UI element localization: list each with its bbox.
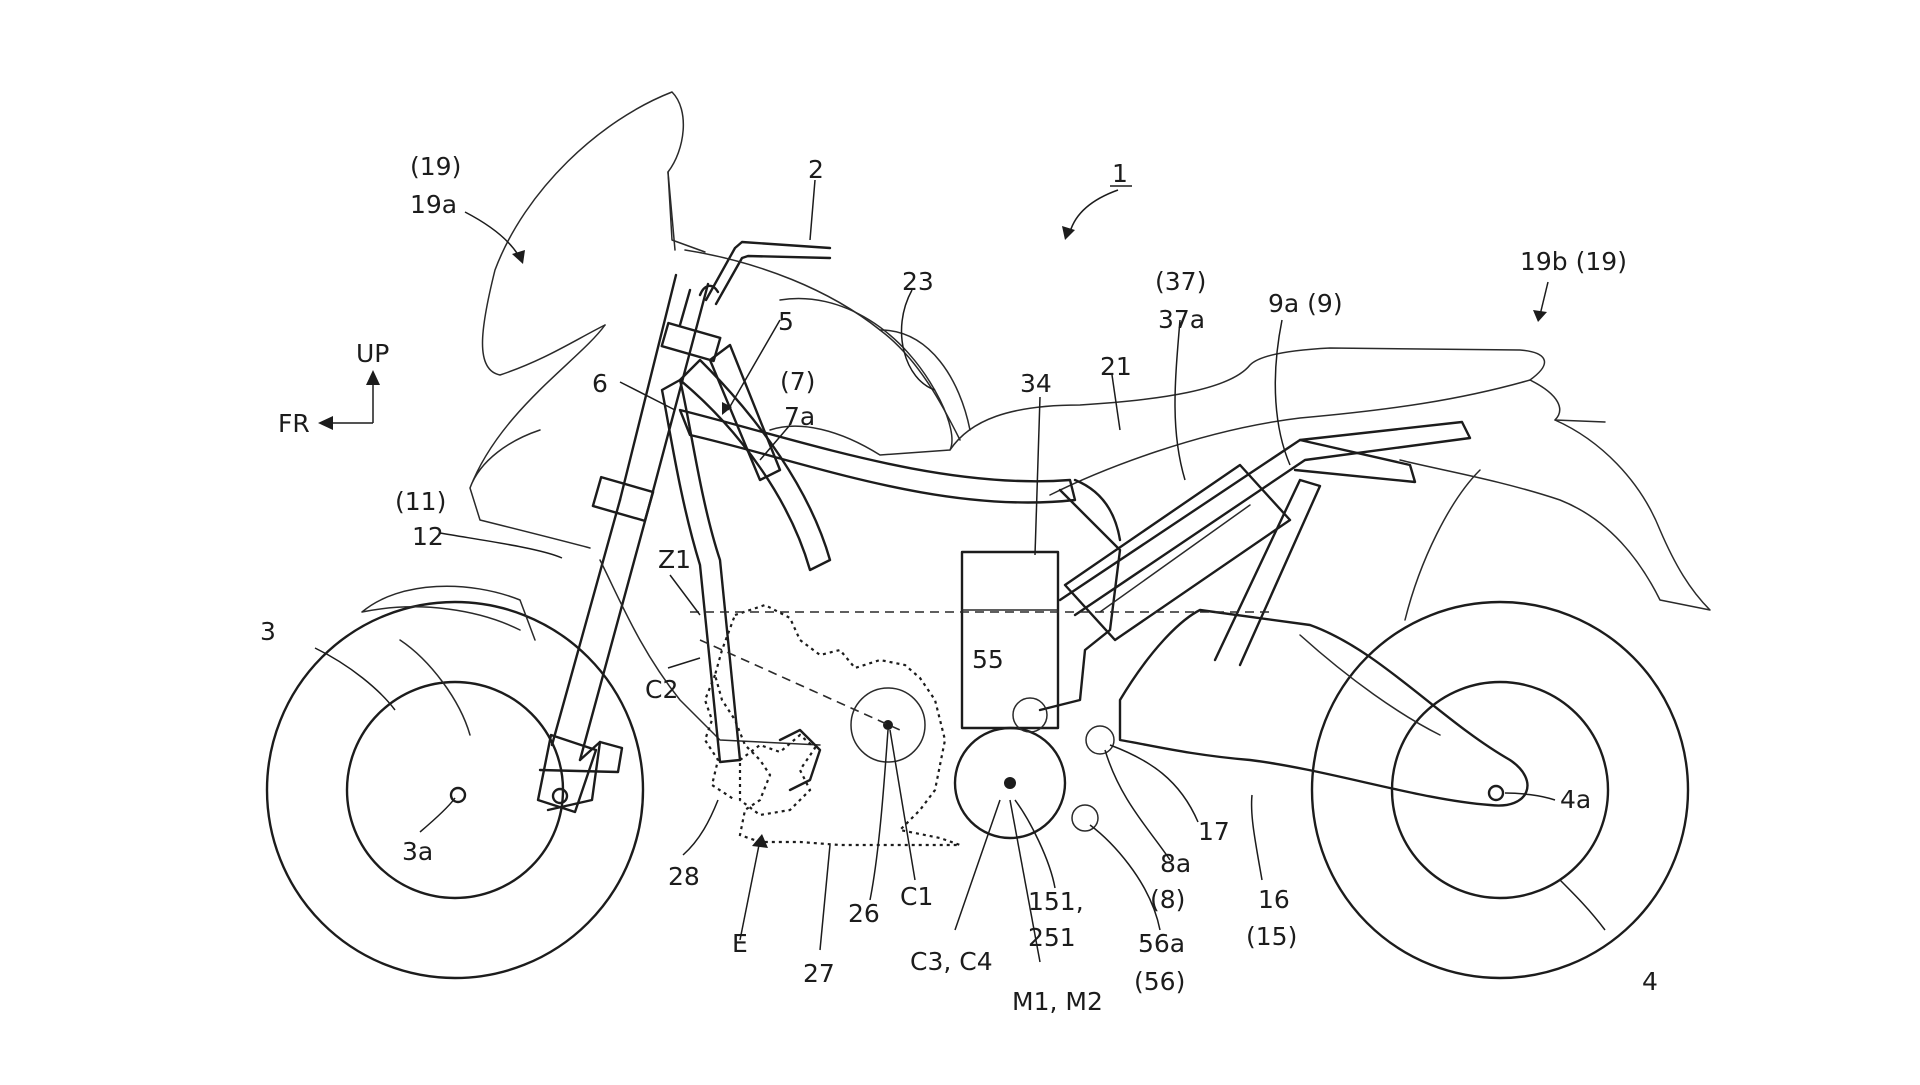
label-37: (37) <box>1155 267 1206 296</box>
label-34: 34 <box>1020 369 1052 398</box>
rear-suspension-unit <box>1063 463 1292 642</box>
label-up: UP <box>356 339 389 368</box>
label-c1: C1 <box>900 882 933 911</box>
windscreen <box>481 91 685 376</box>
leader-lines <box>314 179 1606 963</box>
label-11: (11) <box>395 487 446 516</box>
label-15: (15) <box>1246 922 1297 951</box>
label-7: (7) <box>780 367 815 396</box>
rear-subframe <box>1058 420 1472 617</box>
label-23: 23 <box>902 267 934 296</box>
label-8a: 8a <box>1160 849 1191 878</box>
label-1: 1 <box>1112 159 1128 188</box>
label-251: 251 <box>1028 923 1076 952</box>
label-28: 28 <box>668 862 700 891</box>
label-m1-m2: M1, M2 <box>1012 987 1103 1016</box>
label-12: 12 <box>412 522 444 551</box>
label-6: 6 <box>592 369 608 398</box>
label-4a: 4a <box>1560 785 1591 814</box>
seat <box>949 347 1546 496</box>
rear-wheel <box>1310 600 1690 980</box>
label-26: 26 <box>848 899 880 928</box>
transmission-gear-c1 <box>850 687 926 763</box>
label-16: 16 <box>1258 885 1290 914</box>
front-fairing <box>469 324 606 549</box>
label-z1: Z1 <box>658 545 691 574</box>
label-37a: 37a <box>1158 305 1205 334</box>
label-56: (56) <box>1134 967 1185 996</box>
direction-indicator <box>318 370 380 430</box>
label-e: E <box>732 929 748 958</box>
engine <box>703 603 961 847</box>
reference-labels: 1 (19) 19a 2 23 5 (7) 7a 6 34 21 (37) 37… <box>260 152 1658 1016</box>
front-fork <box>536 273 722 814</box>
battery-box <box>960 550 1060 730</box>
label-19: (19) <box>410 152 461 181</box>
label-9a: 9a (9) <box>1268 289 1343 318</box>
label-17: 17 <box>1198 817 1230 846</box>
label-fr: FR <box>278 409 310 438</box>
fuel-tank <box>769 297 953 456</box>
label-56a: 56a <box>1138 929 1185 958</box>
label-3: 3 <box>260 617 276 646</box>
front-fender <box>361 585 536 641</box>
rear-cowl <box>1399 419 1711 611</box>
handlebar <box>704 240 832 306</box>
label-27: 27 <box>803 959 835 988</box>
label-5: 5 <box>778 307 794 336</box>
label-55: 55 <box>972 645 1004 674</box>
label-c3-c4: C3, C4 <box>910 947 993 976</box>
motor-m1-m2 <box>953 726 1067 840</box>
label-19a: 19a <box>410 190 457 219</box>
label-21: 21 <box>1100 352 1132 381</box>
label-151: 151, <box>1028 887 1084 916</box>
label-8: (8) <box>1150 885 1185 914</box>
label-7a: 7a <box>784 402 815 431</box>
main-frame <box>660 343 1122 764</box>
label-2: 2 <box>808 155 824 184</box>
swingarm <box>1118 608 1529 807</box>
label-c2: C2 <box>645 675 678 704</box>
label-3a: 3a <box>402 837 433 866</box>
front-wheel <box>265 600 645 980</box>
label-4: 4 <box>1642 967 1658 996</box>
label-19b: 19b (19) <box>1520 247 1627 276</box>
